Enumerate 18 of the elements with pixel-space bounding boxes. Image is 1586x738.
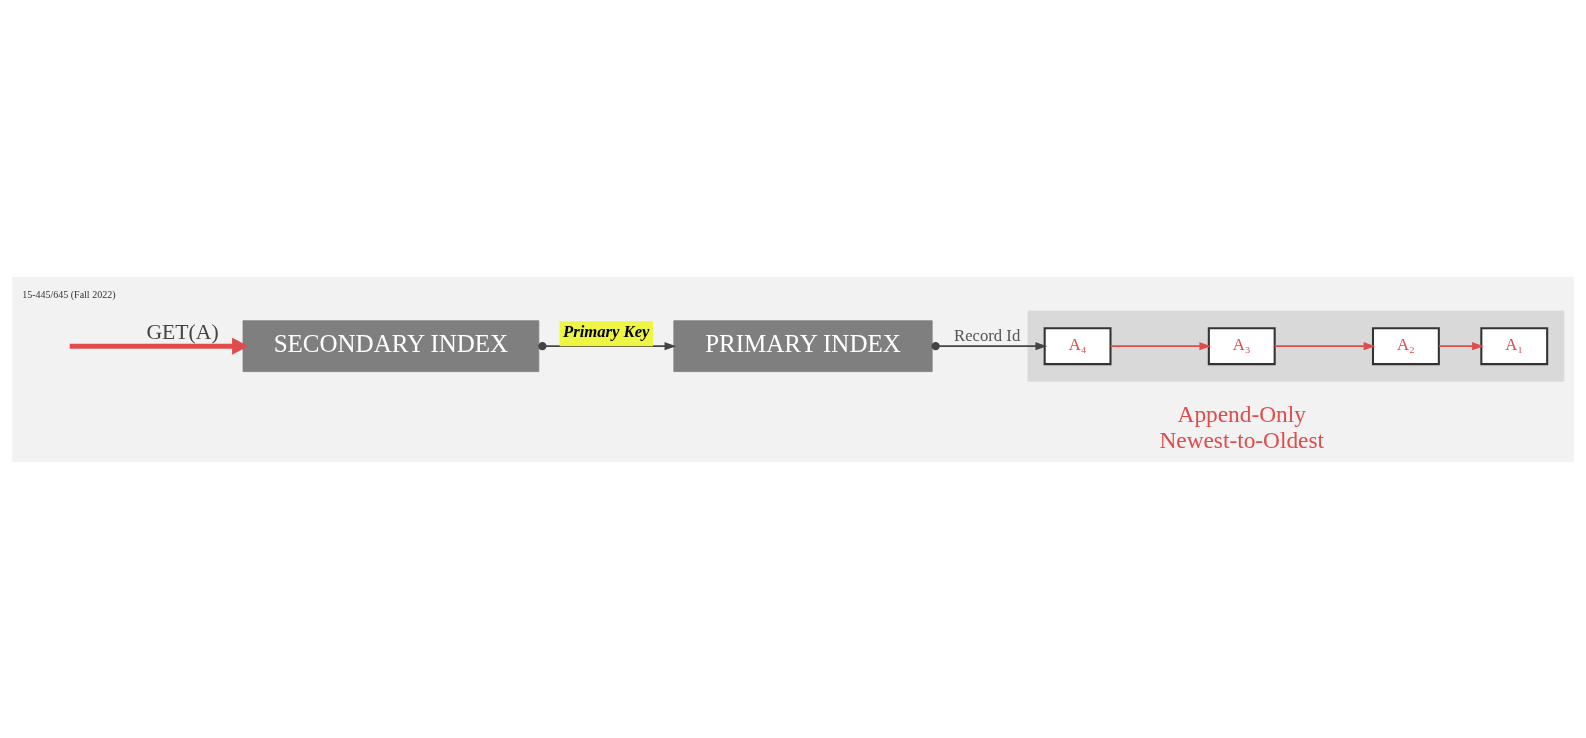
edge-label: Primary Key: [563, 321, 650, 341]
arrow: [1109, 341, 1212, 350]
arrow: [1273, 341, 1376, 350]
label: Append-Only Newest-to-Oldest: [1159, 400, 1325, 453]
cluster: [1027, 310, 1565, 382]
label: 15-445/645 (Fall 2022): [22, 288, 116, 300]
edge-label: GET(A): [146, 319, 219, 344]
arrow: [931, 341, 1048, 350]
node-box: A₂: [1371, 326, 1440, 365]
node-box: A₃: [1207, 326, 1276, 365]
node-box: PRIMARY INDEX: [673, 319, 933, 372]
node-box: A₄: [1043, 326, 1112, 365]
node-box: A₁: [1480, 326, 1549, 365]
arrow: [1438, 341, 1484, 350]
node-box: SECONDARY INDEX: [242, 319, 540, 372]
edge-label: Record Id: [954, 325, 1021, 345]
arrow: [538, 341, 677, 350]
arrow: [69, 337, 249, 355]
